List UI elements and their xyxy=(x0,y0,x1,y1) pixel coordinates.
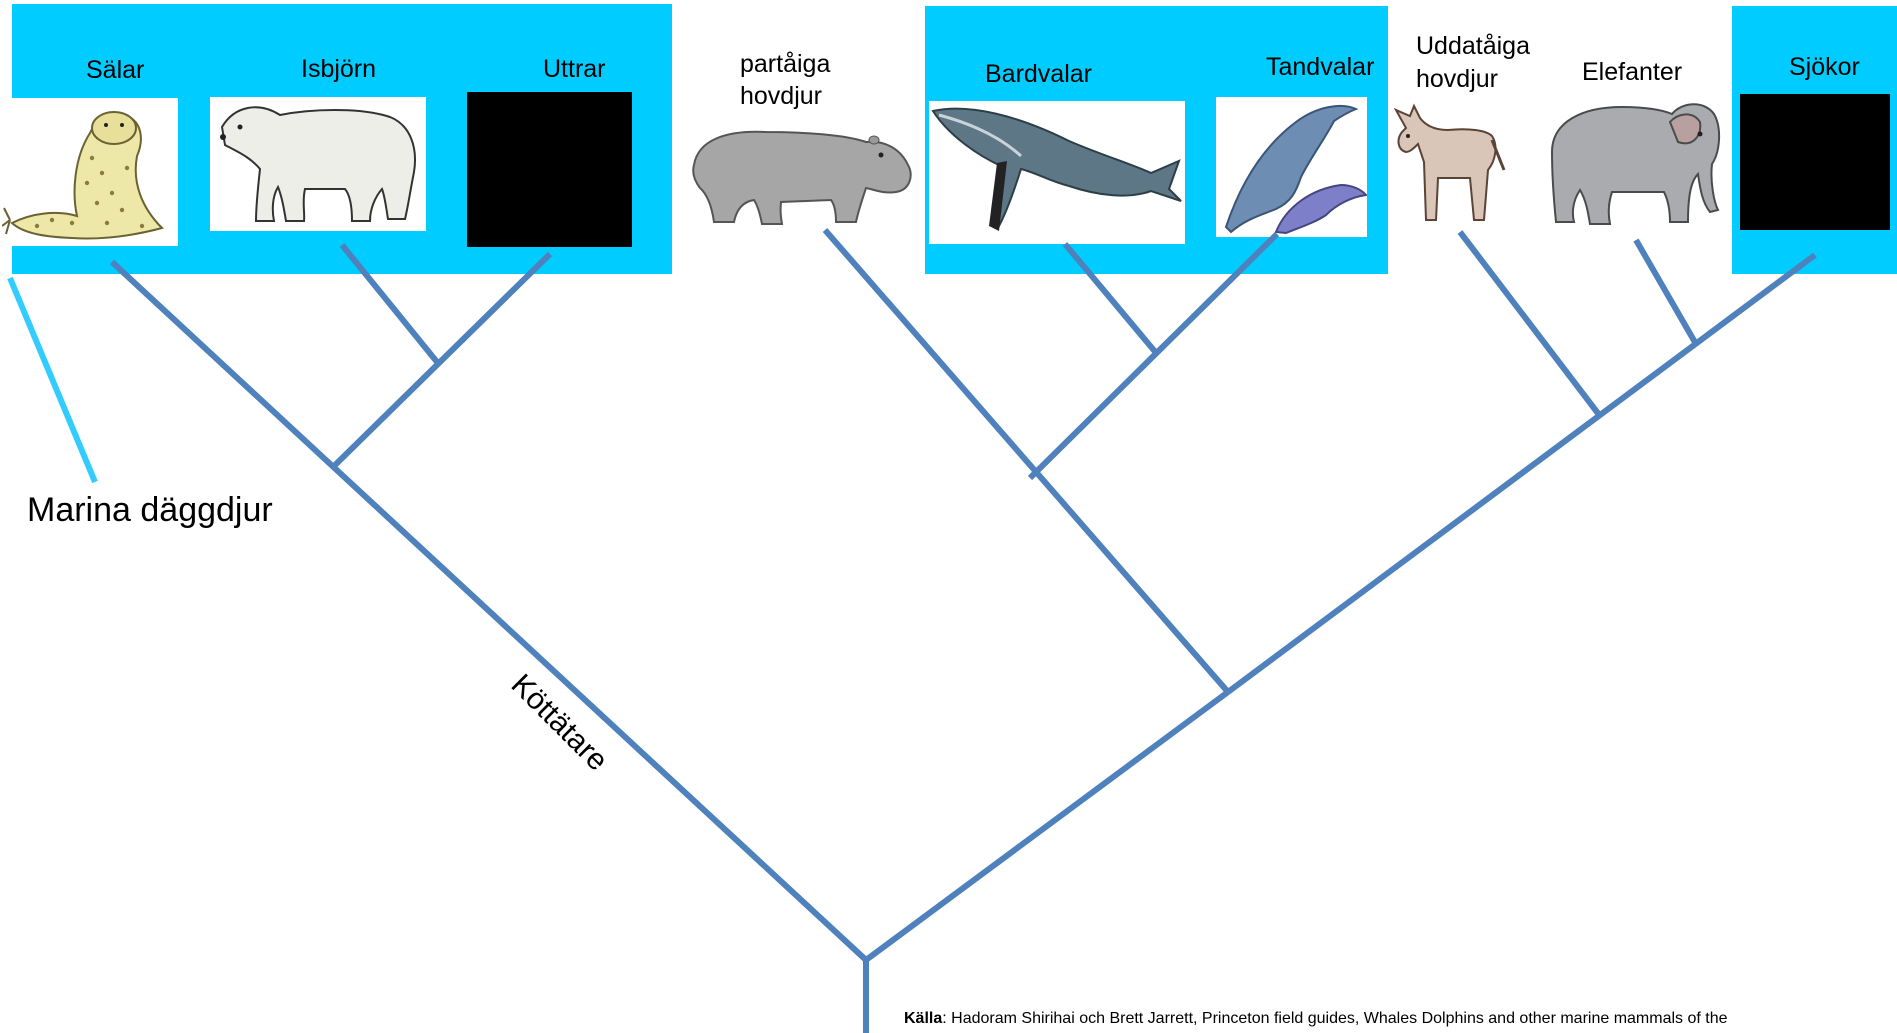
branch-isbjorn xyxy=(339,243,440,364)
uttrar-image-redacted xyxy=(467,92,632,247)
branch-caniformia xyxy=(329,251,553,471)
elephant-icon xyxy=(1542,92,1726,232)
label-uddataiga-line2: hovdjur xyxy=(1416,65,1498,93)
branch-elefanter xyxy=(1633,238,1699,346)
polar-bear-icon xyxy=(210,97,426,231)
branch-root-carnivores xyxy=(109,259,869,963)
label-uttrar: Uttrar xyxy=(543,55,606,83)
source-label: Källa xyxy=(904,1010,943,1027)
marine-pointer-line xyxy=(7,276,98,484)
branch-ungulates-paenungulates xyxy=(1226,252,1817,695)
dolphin-icon xyxy=(1216,97,1367,237)
seal-icon xyxy=(2,98,178,246)
baleen-whale-icon xyxy=(929,101,1185,244)
label-elefanter: Elefanter xyxy=(1582,58,1683,86)
donkey-icon xyxy=(1388,100,1516,228)
source-citation: Källa: Hadoram Shirihai och Brett Jarret… xyxy=(904,1009,1728,1029)
branch-ungulates-whippo xyxy=(822,228,1231,694)
label-isbjorn: Isbjörn xyxy=(301,55,377,83)
label-uddataiga-line1: Uddatåiga xyxy=(1416,32,1530,60)
branch-uddataiga xyxy=(1457,230,1603,418)
label-salar: Sälar xyxy=(86,56,145,84)
source-text: : Hadoram Shirihai och Brett Jarrett, Pr… xyxy=(942,1010,1728,1027)
label-tandvalar: Tandvalar xyxy=(1266,53,1375,81)
label-partaiga-line1: partåiga xyxy=(740,50,831,78)
label-partaiga-line2: hovdjur xyxy=(740,82,822,110)
hippo-icon xyxy=(686,120,920,230)
branch-root-ungulates xyxy=(864,689,1230,963)
label-sjokor: Sjökor xyxy=(1789,53,1860,81)
branch-bardvalar xyxy=(1062,242,1160,356)
sjokor-image-redacted xyxy=(1740,94,1890,230)
label-bardvalar: Bardvalar xyxy=(985,60,1092,88)
branch-whales xyxy=(1027,231,1280,481)
marine-mammals-label: Marina däggdjur xyxy=(27,491,273,529)
